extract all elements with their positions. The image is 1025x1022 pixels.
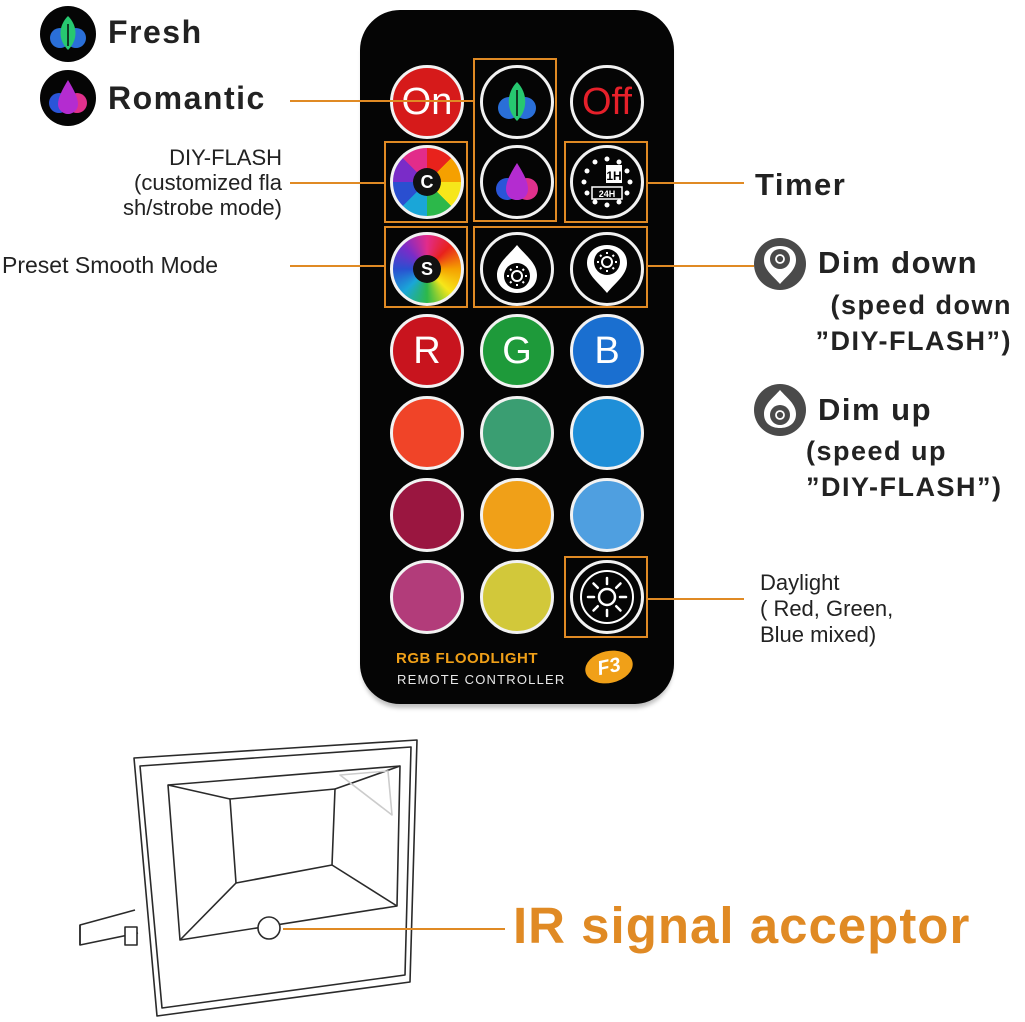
daylight-annotation: Daylight ( Red, Green, Blue mixed) [760,570,894,647]
romantic-legend-icon [40,70,96,126]
color-button-magenta[interactable] [390,560,464,634]
smooth-mode-button[interactable]: S [390,232,464,306]
fresh-legend-icon [40,6,96,62]
floodlight-illustration [79,739,418,1017]
dim-down-legend-icon [754,238,806,290]
blue-label: B [594,329,620,372]
dim-down-detail: (speed down ”DIY-FLASH”) [815,290,1012,356]
color-button-amber[interactable] [480,478,554,552]
connector-smooth [290,265,384,267]
connector-dim [648,265,754,267]
diy-flash-letter: C [420,171,434,192]
connector-daylight [648,598,744,600]
highlight-diy-flash [384,141,468,223]
timer-annotation: Timer [755,167,847,202]
fresh-button[interactable] [480,65,554,139]
color-button-yellow[interactable] [480,560,554,634]
dim-up-button[interactable] [480,232,554,306]
off-button[interactable]: Off [570,65,644,139]
diy-flash-annotation: DIY-FLASH (customized fla sh/strobe mode… [123,145,282,220]
connector-ir [283,928,505,930]
romantic-label: Romantic [108,80,266,116]
highlight-smooth [384,226,468,308]
on-label: On [401,80,453,123]
timer-button[interactable]: 1H 24H [570,145,644,219]
color-button-sky-blue[interactable] [570,478,644,552]
green-button[interactable]: G [480,314,554,388]
model-badge: F3 [582,646,636,688]
highlight-fresh-romantic [473,58,557,222]
timer-1h-text: 1H [606,169,621,183]
ir-annotation: IR signal acceptor [513,897,971,954]
dim-up-annotation: Dim up [818,392,933,427]
green-label: G [502,329,532,372]
highlight-daylight [564,556,648,638]
color-button-orange-red[interactable] [390,396,464,470]
romantic-button[interactable] [480,145,554,219]
daylight-icon [580,570,634,624]
smooth-mode-icon: S [413,255,441,283]
dim-down-annotation: Dim down [818,245,979,280]
on-button[interactable]: On [390,65,464,139]
fresh-icon [498,82,536,121]
daylight-button[interactable] [570,560,644,634]
dim-up-icon [497,245,537,293]
dim-up-detail: (speed up ”DIY-FLASH”) [806,436,1003,502]
model-label: F3 [595,653,623,680]
smooth-mode-letter: S [420,258,433,279]
color-button-crimson[interactable] [390,478,464,552]
timer-icon: 1H 24H [581,156,633,208]
off-label: Off [582,80,632,123]
red-label: R [413,329,441,372]
brand-subtitle: REMOTE CONTROLLER [397,672,566,687]
brand-title: RGB FLOODLIGHT [396,650,538,667]
diy-flash-button[interactable]: C [390,145,464,219]
remote-controller: On Off C 1H [360,10,674,704]
dim-up-legend-icon [754,384,806,436]
romantic-icon [496,163,538,200]
blue-button[interactable]: B [570,314,644,388]
color-button-sea-green[interactable] [480,396,554,470]
connector-romantic [290,100,473,102]
highlight-dim [473,226,648,308]
timer-24h-text: 24H [599,189,616,199]
red-button[interactable]: R [390,314,464,388]
dim-down-button[interactable] [570,232,644,306]
highlight-timer [564,141,648,223]
connector-diy-flash [290,182,384,184]
dim-down-icon [587,245,627,293]
color-button-azure[interactable] [570,396,644,470]
preset-smooth-annotation: Preset Smooth Mode [2,252,219,278]
fresh-label: Fresh [108,14,203,50]
connector-timer [648,182,744,184]
diy-flash-icon: C [413,168,441,196]
